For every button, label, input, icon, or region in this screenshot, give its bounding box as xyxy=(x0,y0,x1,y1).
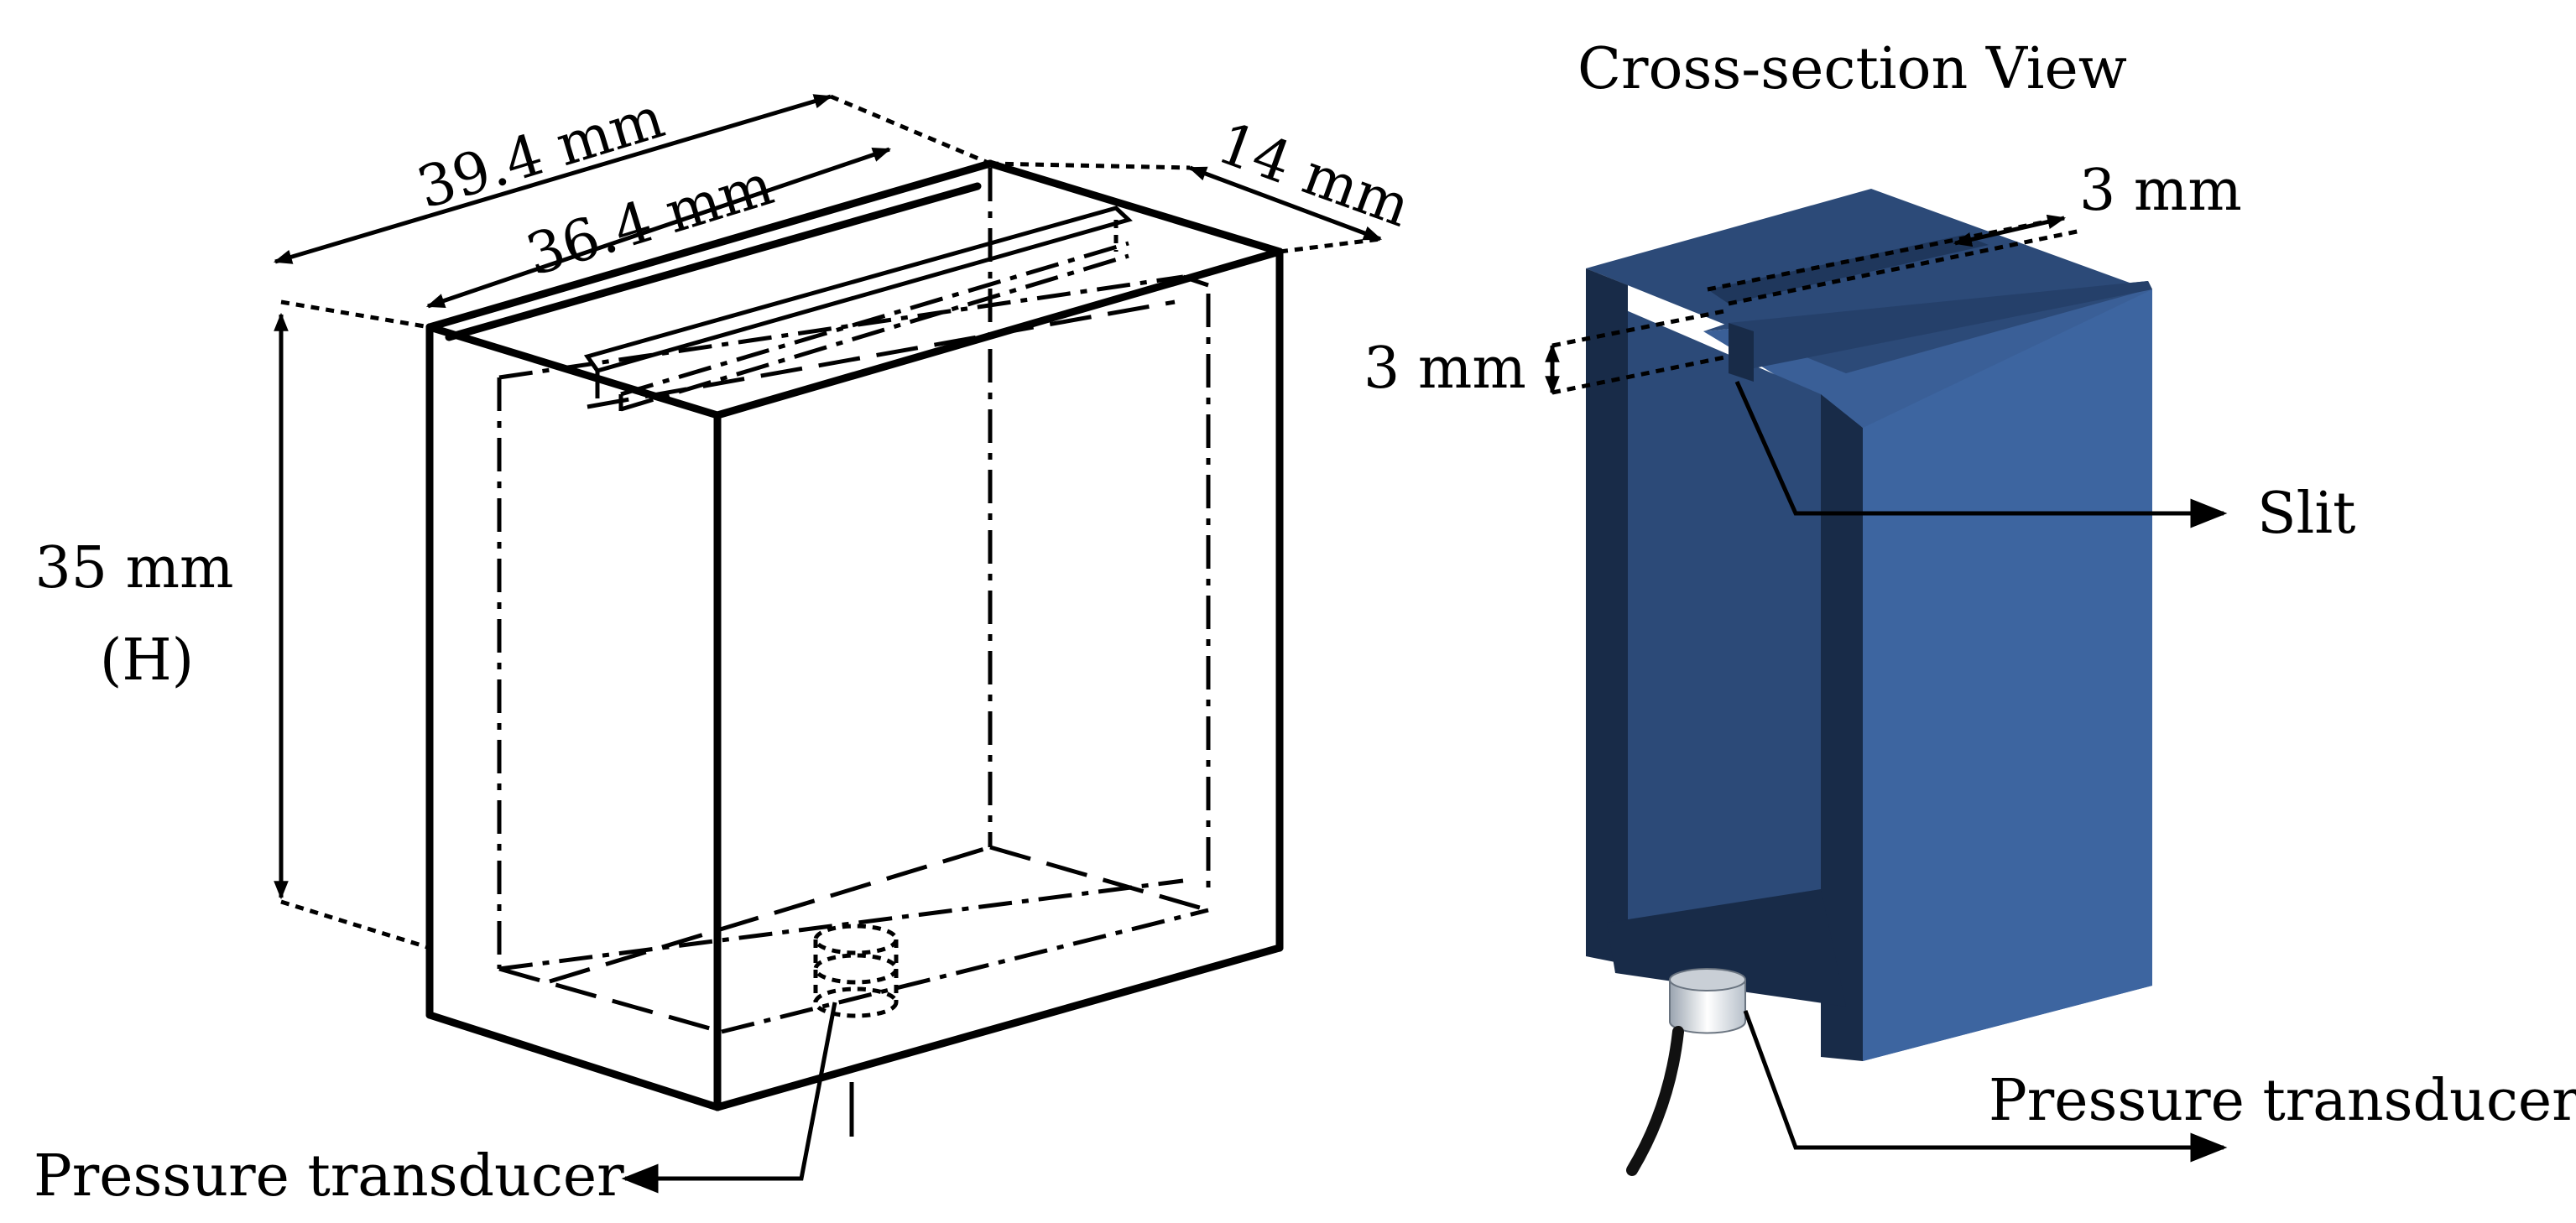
cross-section-block xyxy=(1586,189,2152,1061)
hidden-edge xyxy=(549,845,991,984)
transducer-wireframe xyxy=(813,924,899,1137)
dim-height-label: 35 mm xyxy=(34,535,233,601)
transducer-cable xyxy=(1626,1026,1684,1176)
box-edge xyxy=(425,1011,722,1111)
dimension-lines-right xyxy=(1545,214,2082,395)
transducer-cylinder xyxy=(1626,968,1746,1176)
hidden-edge xyxy=(721,908,1209,1034)
hidden-edge xyxy=(498,274,1184,380)
transducer-label-left: Pressure transducer xyxy=(34,1143,624,1210)
dim-slit-depth-label: 3 mm xyxy=(1364,336,1526,402)
transducer-label-right: Pressure transducer xyxy=(1989,1068,2576,1134)
slit-leader xyxy=(1734,380,2228,528)
dimension-lines-left xyxy=(273,94,1383,950)
box-edge xyxy=(425,323,722,419)
slit-label: Slit xyxy=(2257,481,2355,547)
transducer-leader-right xyxy=(1743,1010,2228,1163)
hidden-edge xyxy=(498,878,1184,971)
wireframe-box xyxy=(425,159,1284,1111)
box-edge xyxy=(713,247,1284,419)
dim-slit-width-label: 3 mm xyxy=(2079,158,2242,224)
slit-edge xyxy=(620,253,1129,412)
cross-section-title: Cross-section View xyxy=(1577,36,2127,102)
slit-outline xyxy=(583,206,1133,373)
transducer-leader-left xyxy=(621,1002,837,1194)
dim-depth-label: 14 mm xyxy=(1209,111,1419,241)
dim-height-note: (H) xyxy=(100,627,194,694)
hidden-edge xyxy=(498,966,722,1034)
hidden-edge xyxy=(989,845,1209,913)
slit-edge xyxy=(620,241,1129,397)
box-edge xyxy=(713,944,1284,1111)
